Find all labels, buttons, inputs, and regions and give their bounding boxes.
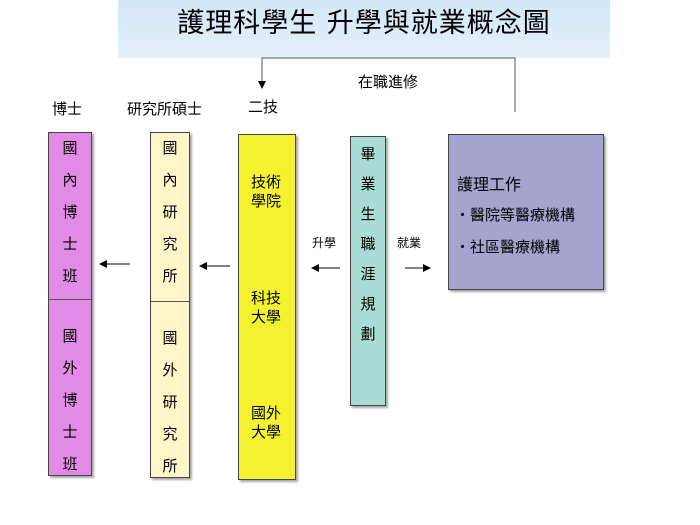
- two-year-item-tech-university: 科技大學: [250, 289, 281, 326]
- master-domestic-text: 國 內 研 究 所: [162, 139, 178, 285]
- nursing-work-title: 護理工作: [457, 175, 522, 194]
- two-year-column: 技術學院 科技大學 國外大學: [238, 134, 296, 480]
- two-year-item-tech-college: 技術學院: [250, 173, 281, 210]
- label-master: 研究所碩士: [127, 100, 203, 118]
- doctor-divider: [49, 299, 91, 300]
- nursing-item-community: ・社區醫療機構: [455, 238, 561, 256]
- page-title: 護理科學生 升學與就業概念圖: [177, 8, 551, 39]
- in-service-loop-line: [258, 57, 516, 112]
- master-column: 國 內 研 究 所 國 外 研 究 所: [150, 132, 190, 478]
- label-doctor: 博士: [52, 100, 83, 118]
- nursing-item-hospital: ・醫院等醫療機構: [455, 206, 576, 224]
- career-planning-text: 畢 業 生 職 涯 規 劃: [360, 145, 376, 343]
- label-two-year: 二技: [248, 98, 279, 116]
- nursing-work-box: 護理工作 ・醫院等醫療機構 ・社區醫療機構: [448, 134, 604, 290]
- career-planning-column: 畢 業 生 職 涯 規 劃: [350, 136, 386, 406]
- label-employment: 就業: [397, 236, 422, 250]
- master-divider: [151, 301, 189, 302]
- title-banner: [118, 0, 610, 58]
- label-in-service: 在職進修: [358, 73, 419, 91]
- two-year-item-foreign-university: 國外大學: [250, 404, 281, 441]
- doctor-foreign-text: 國 外 博 士 班: [62, 327, 78, 473]
- label-further-study: 升學: [312, 236, 337, 250]
- master-foreign-text: 國 外 研 究 所: [162, 329, 178, 475]
- doctor-column: 國 內 博 士 班 國 外 博 士 班: [48, 132, 92, 476]
- doctor-domestic-text: 國 內 博 士 班: [62, 139, 78, 285]
